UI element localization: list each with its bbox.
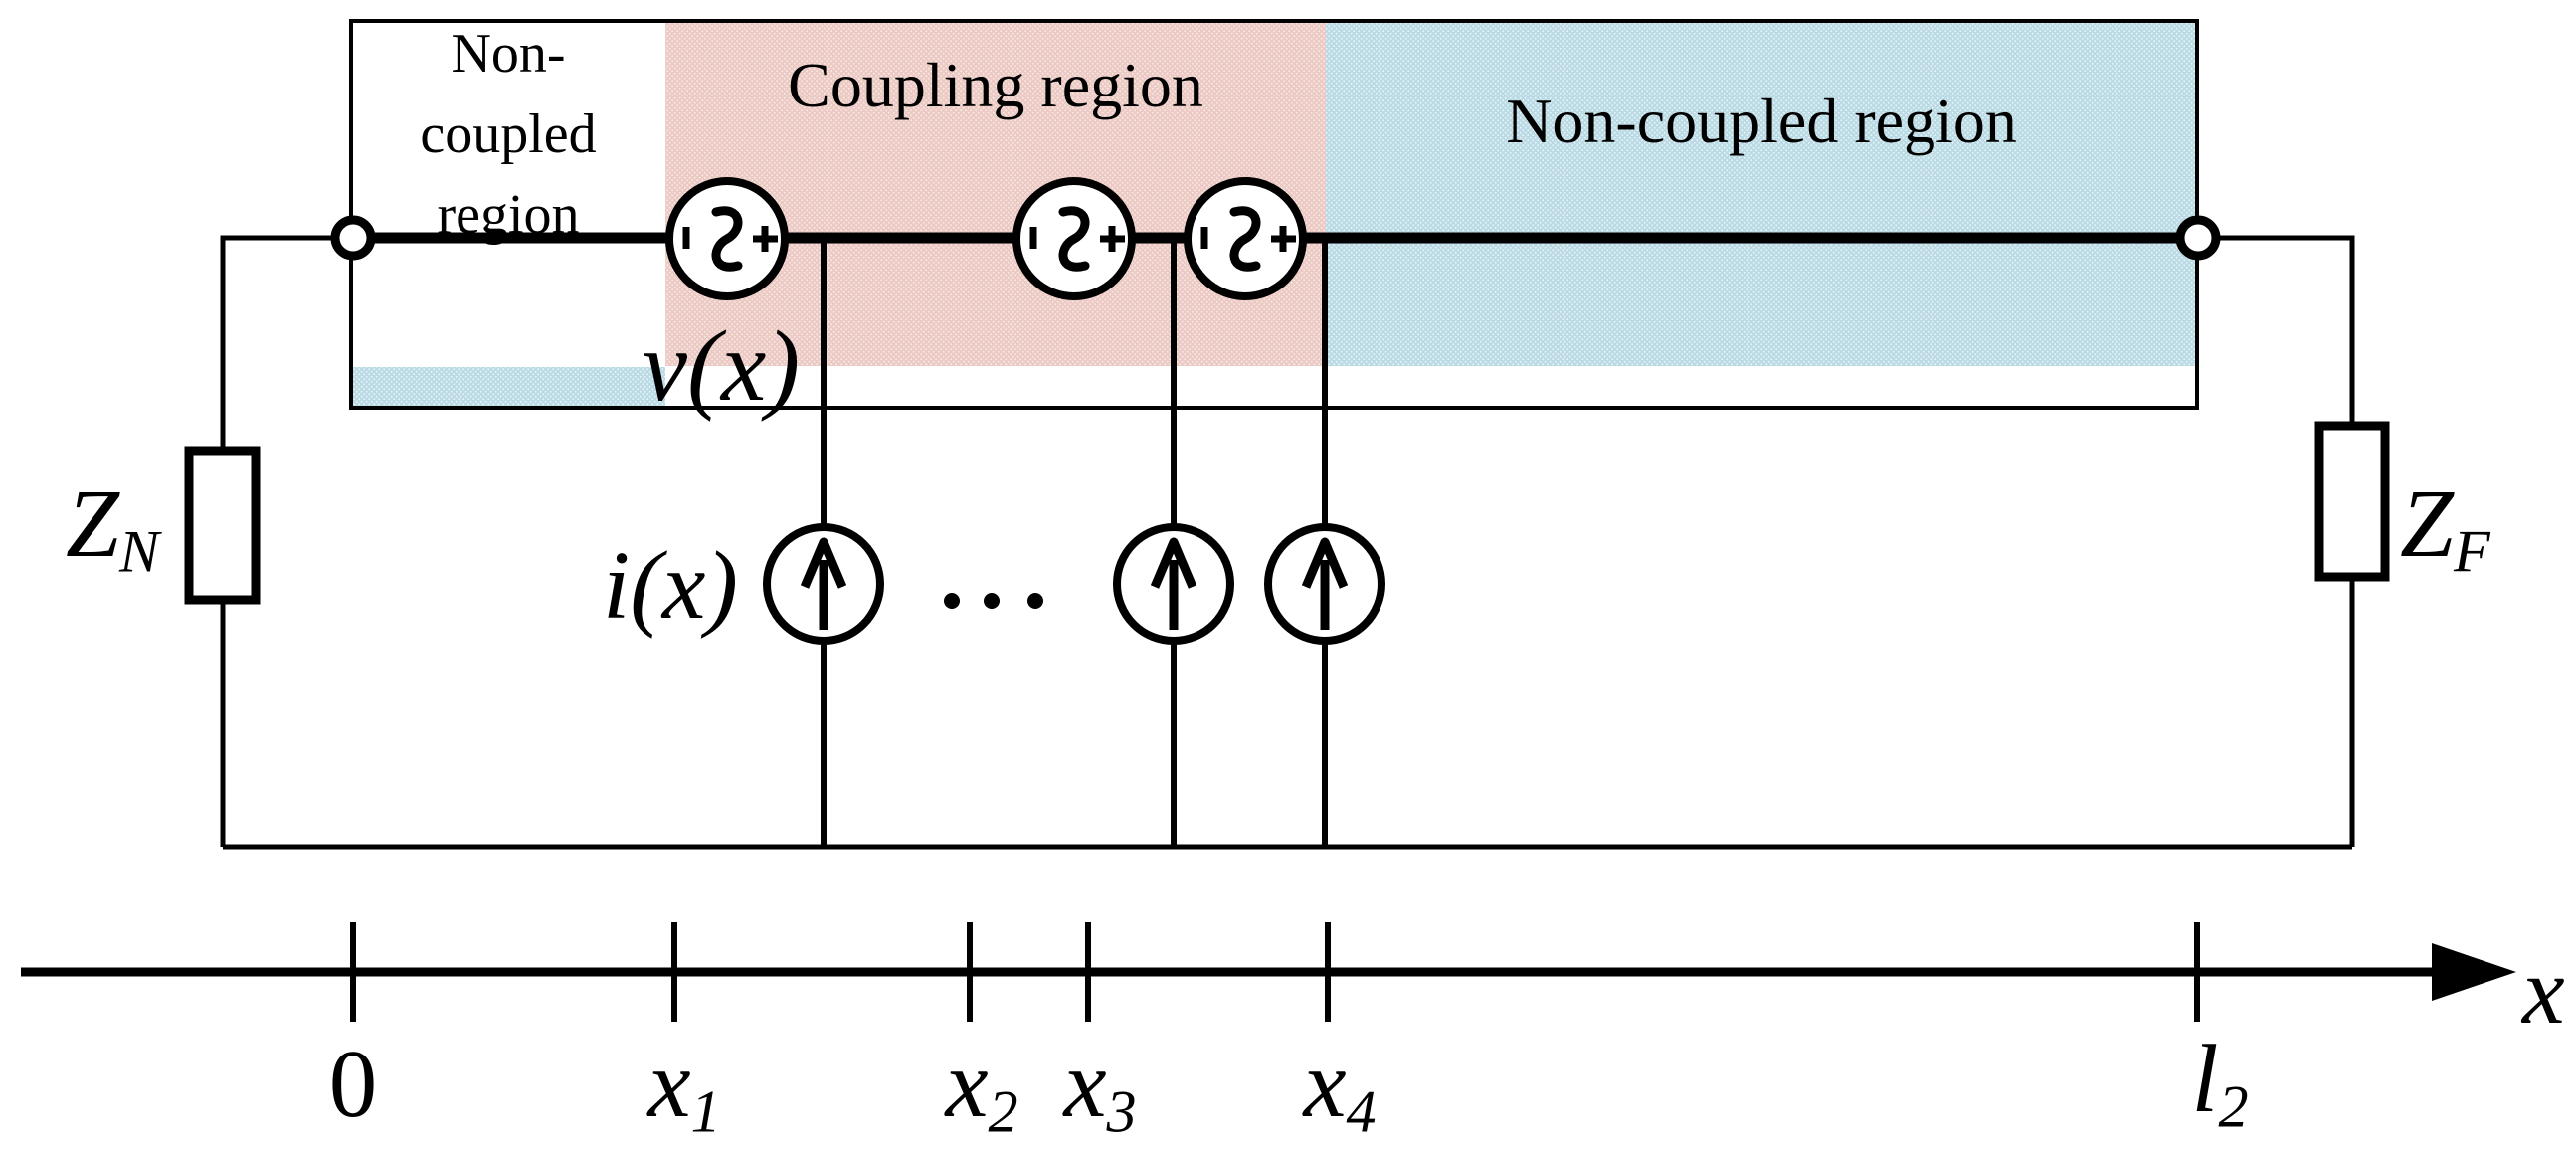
sine-wave-icon — [711, 206, 743, 272]
current-distribution-label: i(x) — [603, 532, 738, 640]
left-region-line3: region — [437, 184, 580, 246]
far-end-wire — [2198, 235, 2355, 847]
tick-label-x1: x1 — [647, 1031, 721, 1146]
region-box-border — [349, 19, 2199, 410]
coupling-region-label: Coupling region — [788, 50, 1203, 120]
tick-label-x4: x4 — [1303, 1031, 1377, 1146]
tick-label-x2: x2 — [945, 1031, 1018, 1146]
voltage-source-2-icon — [1012, 177, 1136, 300]
left-region-line1: Non- — [451, 23, 566, 85]
left-bottom-blue-strip — [351, 367, 665, 407]
right-region-label: Non-coupled region — [1506, 86, 2017, 156]
impedance-zf-body — [2314, 421, 2390, 582]
impedance-zn-body — [184, 446, 261, 605]
x-axis-name-label: x — [2522, 937, 2565, 1044]
tick-label-x3: x3 — [1063, 1031, 1137, 1146]
noncoupled-region-fill — [1326, 21, 2197, 366]
sine-wave-icon — [1058, 206, 1090, 272]
tick-label-l2: l2 — [2191, 1026, 2249, 1141]
near-end-wire — [220, 235, 353, 847]
sine-wave-icon — [1229, 206, 1261, 272]
left-region-line2: coupled — [420, 103, 597, 165]
node-terminal-left-icon — [330, 215, 376, 261]
voltage-source-3-icon — [1184, 177, 1307, 300]
current-source-1-icon — [763, 523, 884, 645]
current-source-2-icon — [1113, 523, 1234, 645]
impedance-zn-label: ZN — [66, 471, 160, 586]
voltage-source-1-icon — [665, 177, 789, 300]
tick-label-0: 0 — [328, 1031, 378, 1137]
node-terminal-right-icon — [2175, 215, 2221, 261]
x-axis-arrowhead-icon — [2432, 943, 2516, 1001]
impedance-zf-label: ZF — [2400, 471, 2490, 586]
current-source-3-icon — [1264, 523, 1385, 645]
voltage-distribution-label: v(x) — [642, 310, 801, 423]
left-region-label: Non- coupled region — [351, 14, 665, 256]
ellipsis-dots-icon — [944, 593, 1043, 609]
